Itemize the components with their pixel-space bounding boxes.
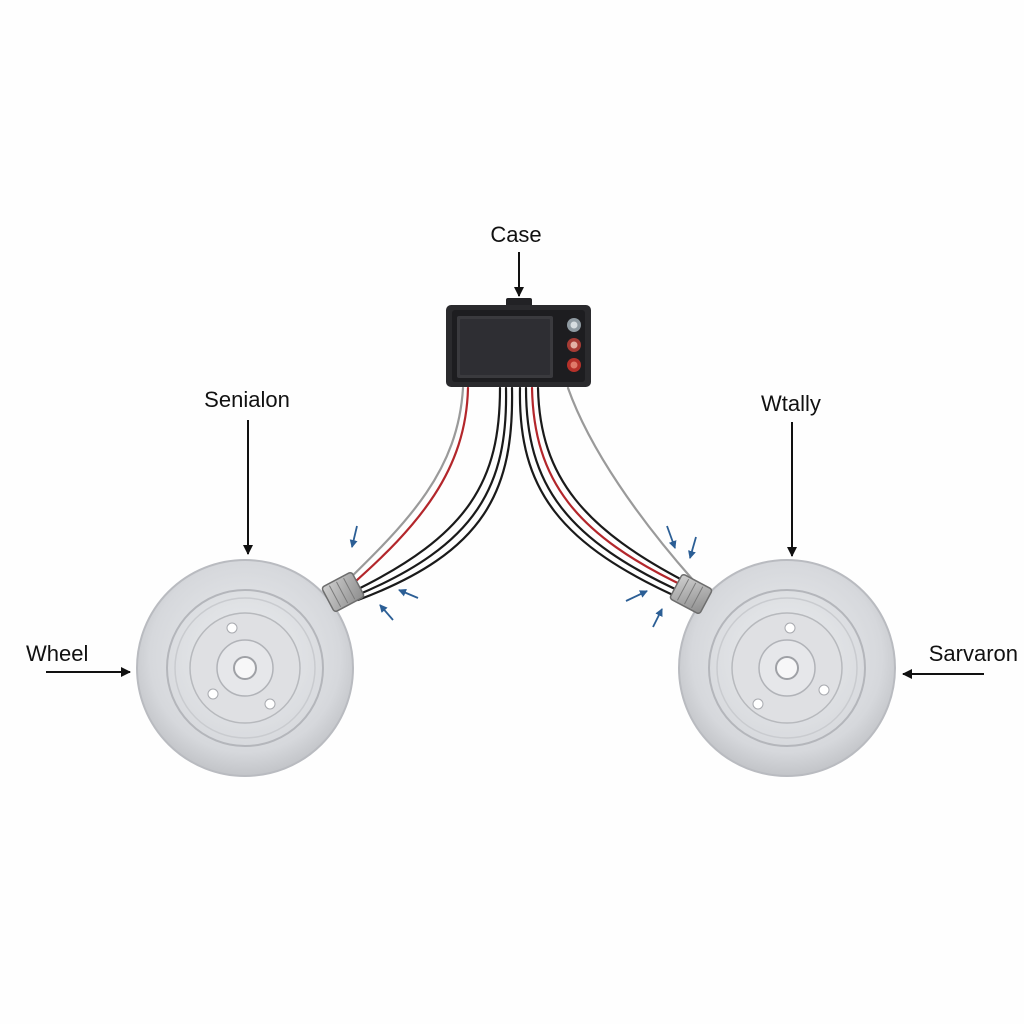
brake-disc-icon-left: [136, 559, 354, 777]
control-unit-icon: [446, 298, 591, 387]
flow-arrows-left: [349, 525, 419, 621]
sensor-connector-icon-left: [321, 571, 365, 613]
wire-harness-left: [342, 386, 514, 602]
label-senialon: Senialon: [204, 387, 290, 412]
label-wheel: Wheel: [26, 641, 88, 666]
label-case: Case: [490, 222, 541, 247]
sensor-connector-icon-right: [669, 573, 713, 615]
label-sarvaron: Sarvaron: [929, 641, 1018, 666]
wire-harness-right: [518, 386, 695, 602]
label-wtally: Wtally: [761, 391, 821, 416]
flow-arrows-right: [625, 525, 697, 628]
brake-disc-icon-right: [678, 559, 896, 777]
